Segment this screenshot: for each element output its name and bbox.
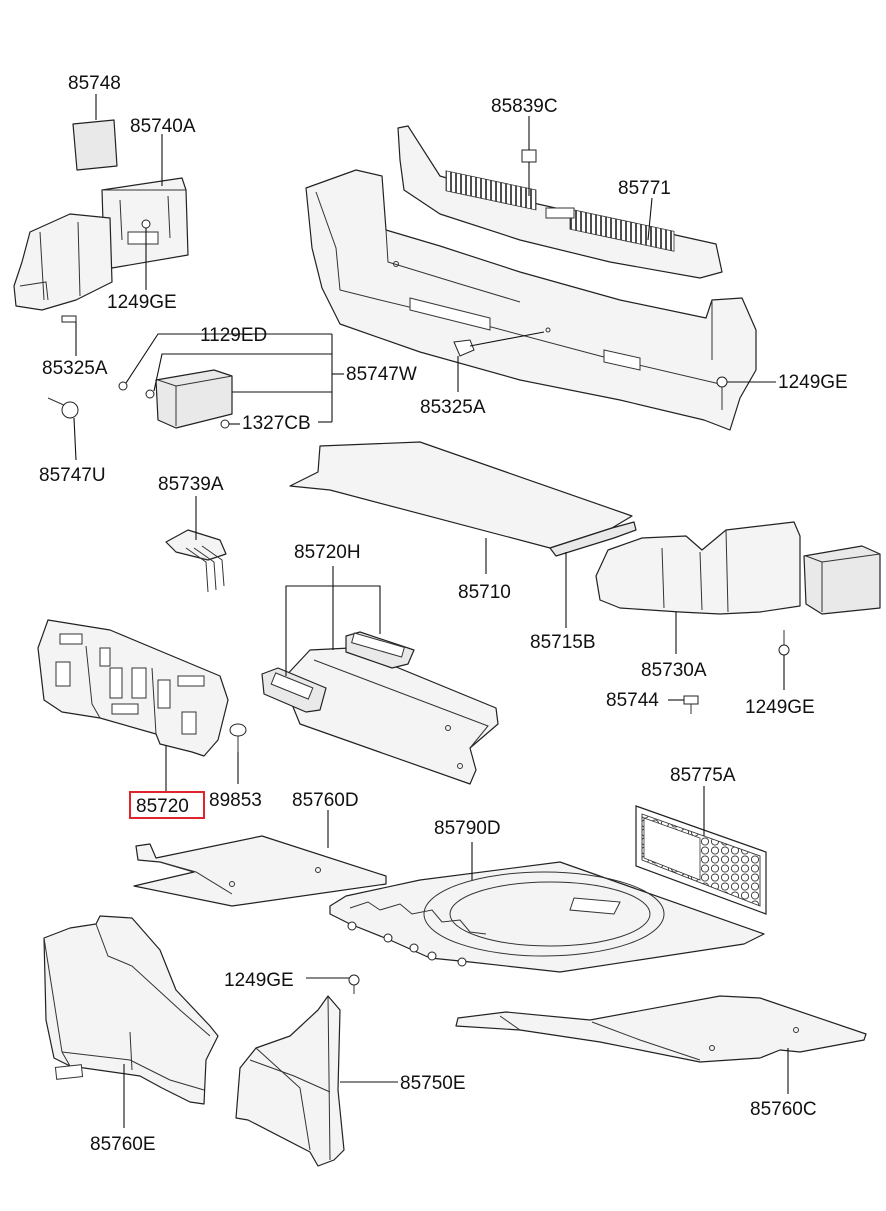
label-85739A: 85739A — [158, 474, 224, 495]
part-left-trim-panel — [13, 213, 113, 311]
part-85775A-net — [635, 786, 767, 915]
part-85750E-side-trim — [235, 995, 398, 1167]
label-1249GE-b: 1249GE — [778, 372, 848, 393]
clip-85325A-b — [453, 331, 545, 392]
screw-1249GE-c — [778, 630, 790, 690]
label-1249GE-d: 1249GE — [224, 970, 294, 991]
label-1129ED: 1129ED — [200, 325, 267, 346]
part-85790D-cover — [329, 842, 765, 973]
label-89853: 89853 — [209, 790, 262, 811]
clip-85744 — [668, 695, 699, 714]
label-85730A: 85730A — [641, 660, 707, 681]
label-85747W: 85747W — [346, 364, 417, 385]
label-85715B: 85715B — [530, 632, 596, 653]
screw-1249GE-a — [141, 219, 151, 290]
label-85775A: 85775A — [670, 765, 736, 786]
screw-1249GE-d — [306, 974, 360, 994]
label-85720: 85720 — [136, 796, 189, 817]
label-85748: 85748 — [68, 73, 121, 94]
part-85760C-mat — [455, 995, 867, 1094]
label-85750E: 85750E — [400, 1073, 466, 1094]
label-1327CB: 1327CB — [242, 413, 311, 434]
screw-1249GE-b — [716, 376, 776, 410]
label-85771: 85771 — [618, 178, 671, 199]
label-85760E: 85760E — [90, 1134, 156, 1155]
label-85790D: 85790D — [434, 818, 501, 839]
label-85760D: 85760D — [292, 790, 359, 811]
label-1249GE-c: 1249GE — [745, 697, 815, 718]
part-85760E-side-trim — [43, 915, 219, 1128]
part-rear-lower-trim — [305, 169, 757, 431]
part-85720-panel — [37, 619, 229, 792]
clip-85325A-a — [61, 315, 77, 356]
label-85839C: 85839C — [491, 96, 558, 117]
part-block — [803, 545, 881, 615]
part-85710-board — [289, 441, 637, 628]
label-85760C: 85760C — [750, 1099, 817, 1120]
label-85720H: 85720H — [294, 542, 361, 563]
part-85730A-side-trim — [595, 521, 801, 654]
part-85771-rear-trim — [397, 125, 723, 279]
clip-85839C — [521, 116, 537, 196]
clip-89853 — [229, 723, 247, 784]
part-85760D-mat — [133, 810, 387, 907]
part-85720H-panel — [261, 566, 499, 785]
label-85740A: 85740A — [130, 116, 196, 137]
part-85748-pad — [72, 94, 118, 171]
label-85720-highlight-box — [129, 791, 205, 819]
label-85710: 85710 — [458, 582, 511, 603]
label-85325A-b: 85325A — [420, 397, 486, 418]
label-85325A-a: 85325A — [42, 358, 108, 379]
part-85739A-bracket — [165, 496, 227, 593]
part-85747W-module — [118, 333, 344, 429]
label-85747U: 85747U — [39, 465, 106, 486]
label-85744: 85744 — [606, 690, 659, 711]
label-1249GE-a: 1249GE — [107, 292, 177, 313]
pin-85747U — [47, 397, 79, 461]
